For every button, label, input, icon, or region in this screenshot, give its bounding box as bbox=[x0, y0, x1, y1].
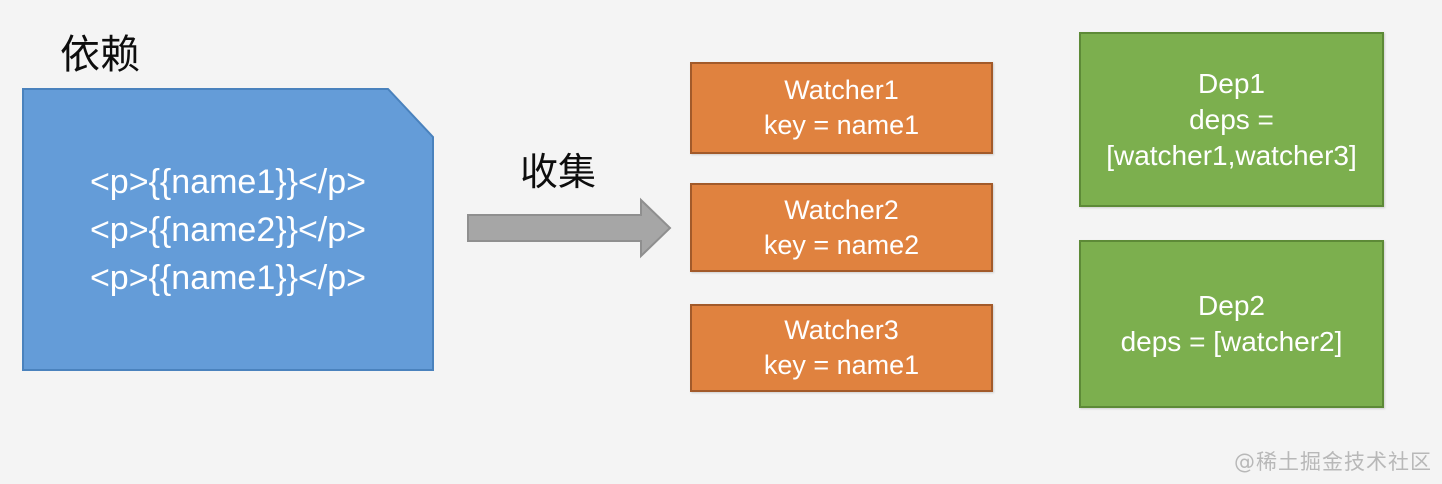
watcher-box-3[interactable]: Watcher3 key = name1 bbox=[690, 304, 993, 392]
watcher-detail: key = name2 bbox=[763, 229, 920, 260]
collect-label: 收集 bbox=[520, 150, 597, 194]
arrow-right-icon bbox=[467, 197, 672, 259]
dep-line-2: deps = [watcher2] bbox=[1120, 326, 1343, 357]
dependency-label: 依赖 bbox=[60, 32, 140, 78]
watcher-box-2[interactable]: Watcher2 key = name2 bbox=[690, 183, 993, 272]
dep-title: Dep2 bbox=[1198, 290, 1265, 321]
code-line-1: <p>{{name1}}</p> bbox=[89, 162, 367, 201]
watcher-detail: key = name1 bbox=[763, 110, 920, 140]
watcher-detail: key = name1 bbox=[763, 350, 920, 380]
collect-arrow-wrap bbox=[465, 196, 673, 260]
dep-line-3: [watcher1,watcher3] bbox=[1106, 139, 1357, 171]
dep-line-2: deps = bbox=[1189, 103, 1274, 135]
watcher-title: Watcher3 bbox=[784, 315, 899, 345]
watcher-box-1[interactable]: Watcher1 key = name1 bbox=[690, 62, 993, 154]
dep-title: Dep1 bbox=[1198, 67, 1265, 99]
template-source-text: <p>{{name1}}</p> <p>{{name2}}</p> <p>{{n… bbox=[22, 88, 434, 371]
dep-box-2[interactable]: Dep2 deps = [watcher2] bbox=[1079, 240, 1384, 408]
watcher-title: Watcher2 bbox=[784, 194, 899, 225]
dep-box-1[interactable]: Dep1 deps = [watcher1,watcher3] bbox=[1079, 32, 1384, 207]
watcher-title: Watcher1 bbox=[784, 75, 899, 105]
watermark: @稀土掘金技术社区 bbox=[1234, 450, 1432, 474]
code-line-2: <p>{{name2}}</p> bbox=[89, 210, 367, 249]
code-line-3: <p>{{name1}}</p> bbox=[89, 258, 367, 297]
